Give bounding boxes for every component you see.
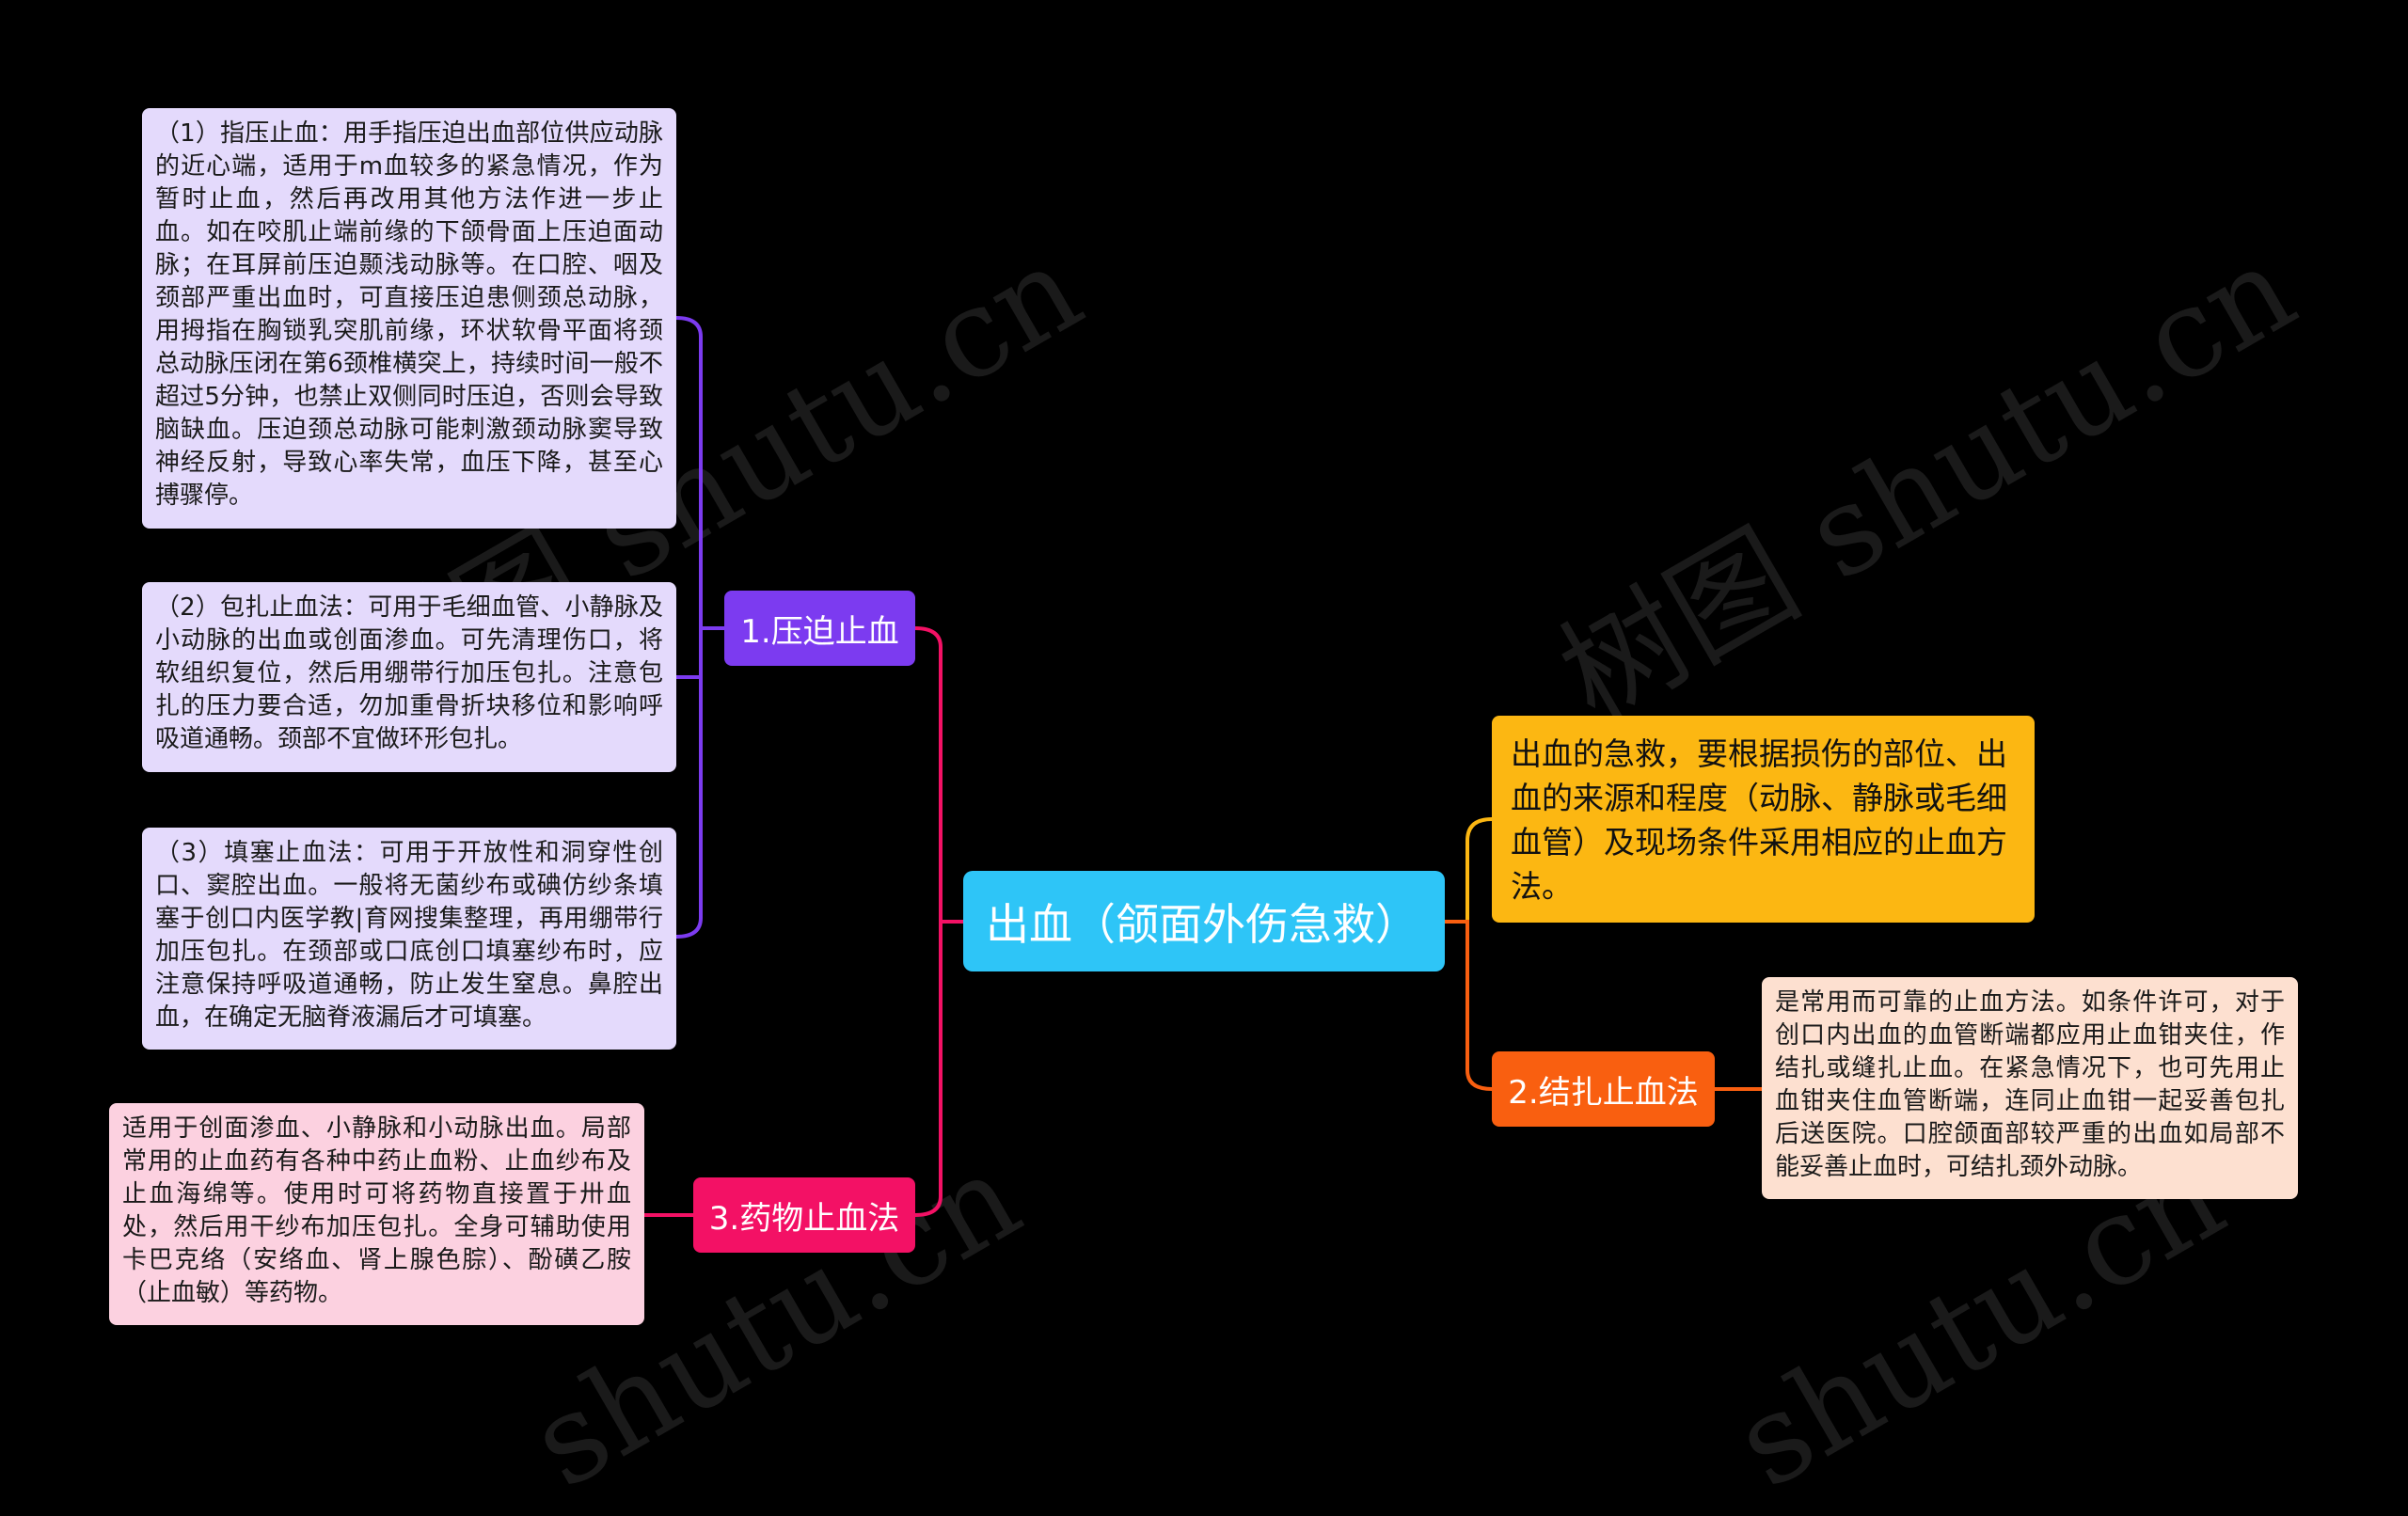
connector-root-branch-3: [914, 920, 963, 1217]
leaf-text: （1）指压止血：用手指压迫出血部位供应动脉的近心端，适用于m血较多的紧急情况，作…: [155, 119, 663, 510]
branch-node-2[interactable]: 2.结扎止血法: [1492, 1051, 1715, 1127]
branch-node-1[interactable]: 1.压迫止血: [724, 591, 915, 666]
connector-root-branch-1: [914, 626, 963, 924]
leaf-text: 适用于创面渗血、小静脉和小动脉出血。局部常用的止血药有各种中药止血粉、止血纱布及…: [122, 1114, 631, 1307]
connector-root-summary: [1445, 817, 1493, 924]
leaf-node-finger-pressure[interactable]: （1）指压止血：用手指压迫出血部位供应动脉的近心端，适用于m血较多的紧急情况，作…: [142, 108, 676, 529]
branch-label: 2.结扎止血法: [1508, 1073, 1699, 1112]
summary-text: 出血的急救，要根据损伤的部位、出血的来源和程度（动脉、静脉或毛细血管）及现场条件…: [1511, 735, 2007, 905]
summary-node[interactable]: 出血的急救，要根据损伤的部位、出血的来源和程度（动脉、静脉或毛细血管）及现场条件…: [1492, 716, 2035, 923]
branch-label: 3.药物止血法: [708, 1199, 900, 1238]
root-node[interactable]: 出血（颌面外伤急救）: [963, 871, 1445, 971]
connector-root-branch-2: [1445, 920, 1493, 1091]
leaf-node-drug[interactable]: 适用于创面渗血、小静脉和小动脉出血。局部常用的止血药有各种中药止血粉、止血纱布及…: [109, 1103, 644, 1325]
leaf-node-packing[interactable]: （3）填塞止血法：可用于开放性和洞穿性创口、窦腔出血。一般将无菌纱布或碘仿纱条填…: [142, 828, 676, 1050]
leaf-node-ligation[interactable]: 是常用而可靠的止血方法。如条件许可，对于创口内出血的血管断端都应用止血钳夹住，作…: [1762, 977, 2298, 1199]
leaf-text: （2）包扎止血法：可用于毛细血管、小静脉及小动脉的出血或创面渗血。可先清理伤口，…: [155, 593, 663, 753]
leaf-text: （3）填塞止血法：可用于开放性和洞穿性创口、窦腔出血。一般将无菌纱布或碘仿纱条填…: [155, 839, 663, 1032]
connector-lines: [644, 316, 1762, 1217]
branch-node-3[interactable]: 3.药物止血法: [693, 1177, 915, 1253]
connector-branch-1-children: [675, 316, 724, 939]
leaf-node-bandage[interactable]: （2）包扎止血法：可用于毛细血管、小静脉及小动脉的出血或创面渗血。可先清理伤口，…: [142, 582, 676, 772]
root-label: 出血（颌面外伤急救）: [986, 898, 1418, 950]
leaf-text: 是常用而可靠的止血方法。如条件许可，对于创口内出血的血管断端都应用止血钳夹住，作…: [1775, 988, 2285, 1181]
branch-label: 1.压迫止血: [740, 612, 899, 651]
